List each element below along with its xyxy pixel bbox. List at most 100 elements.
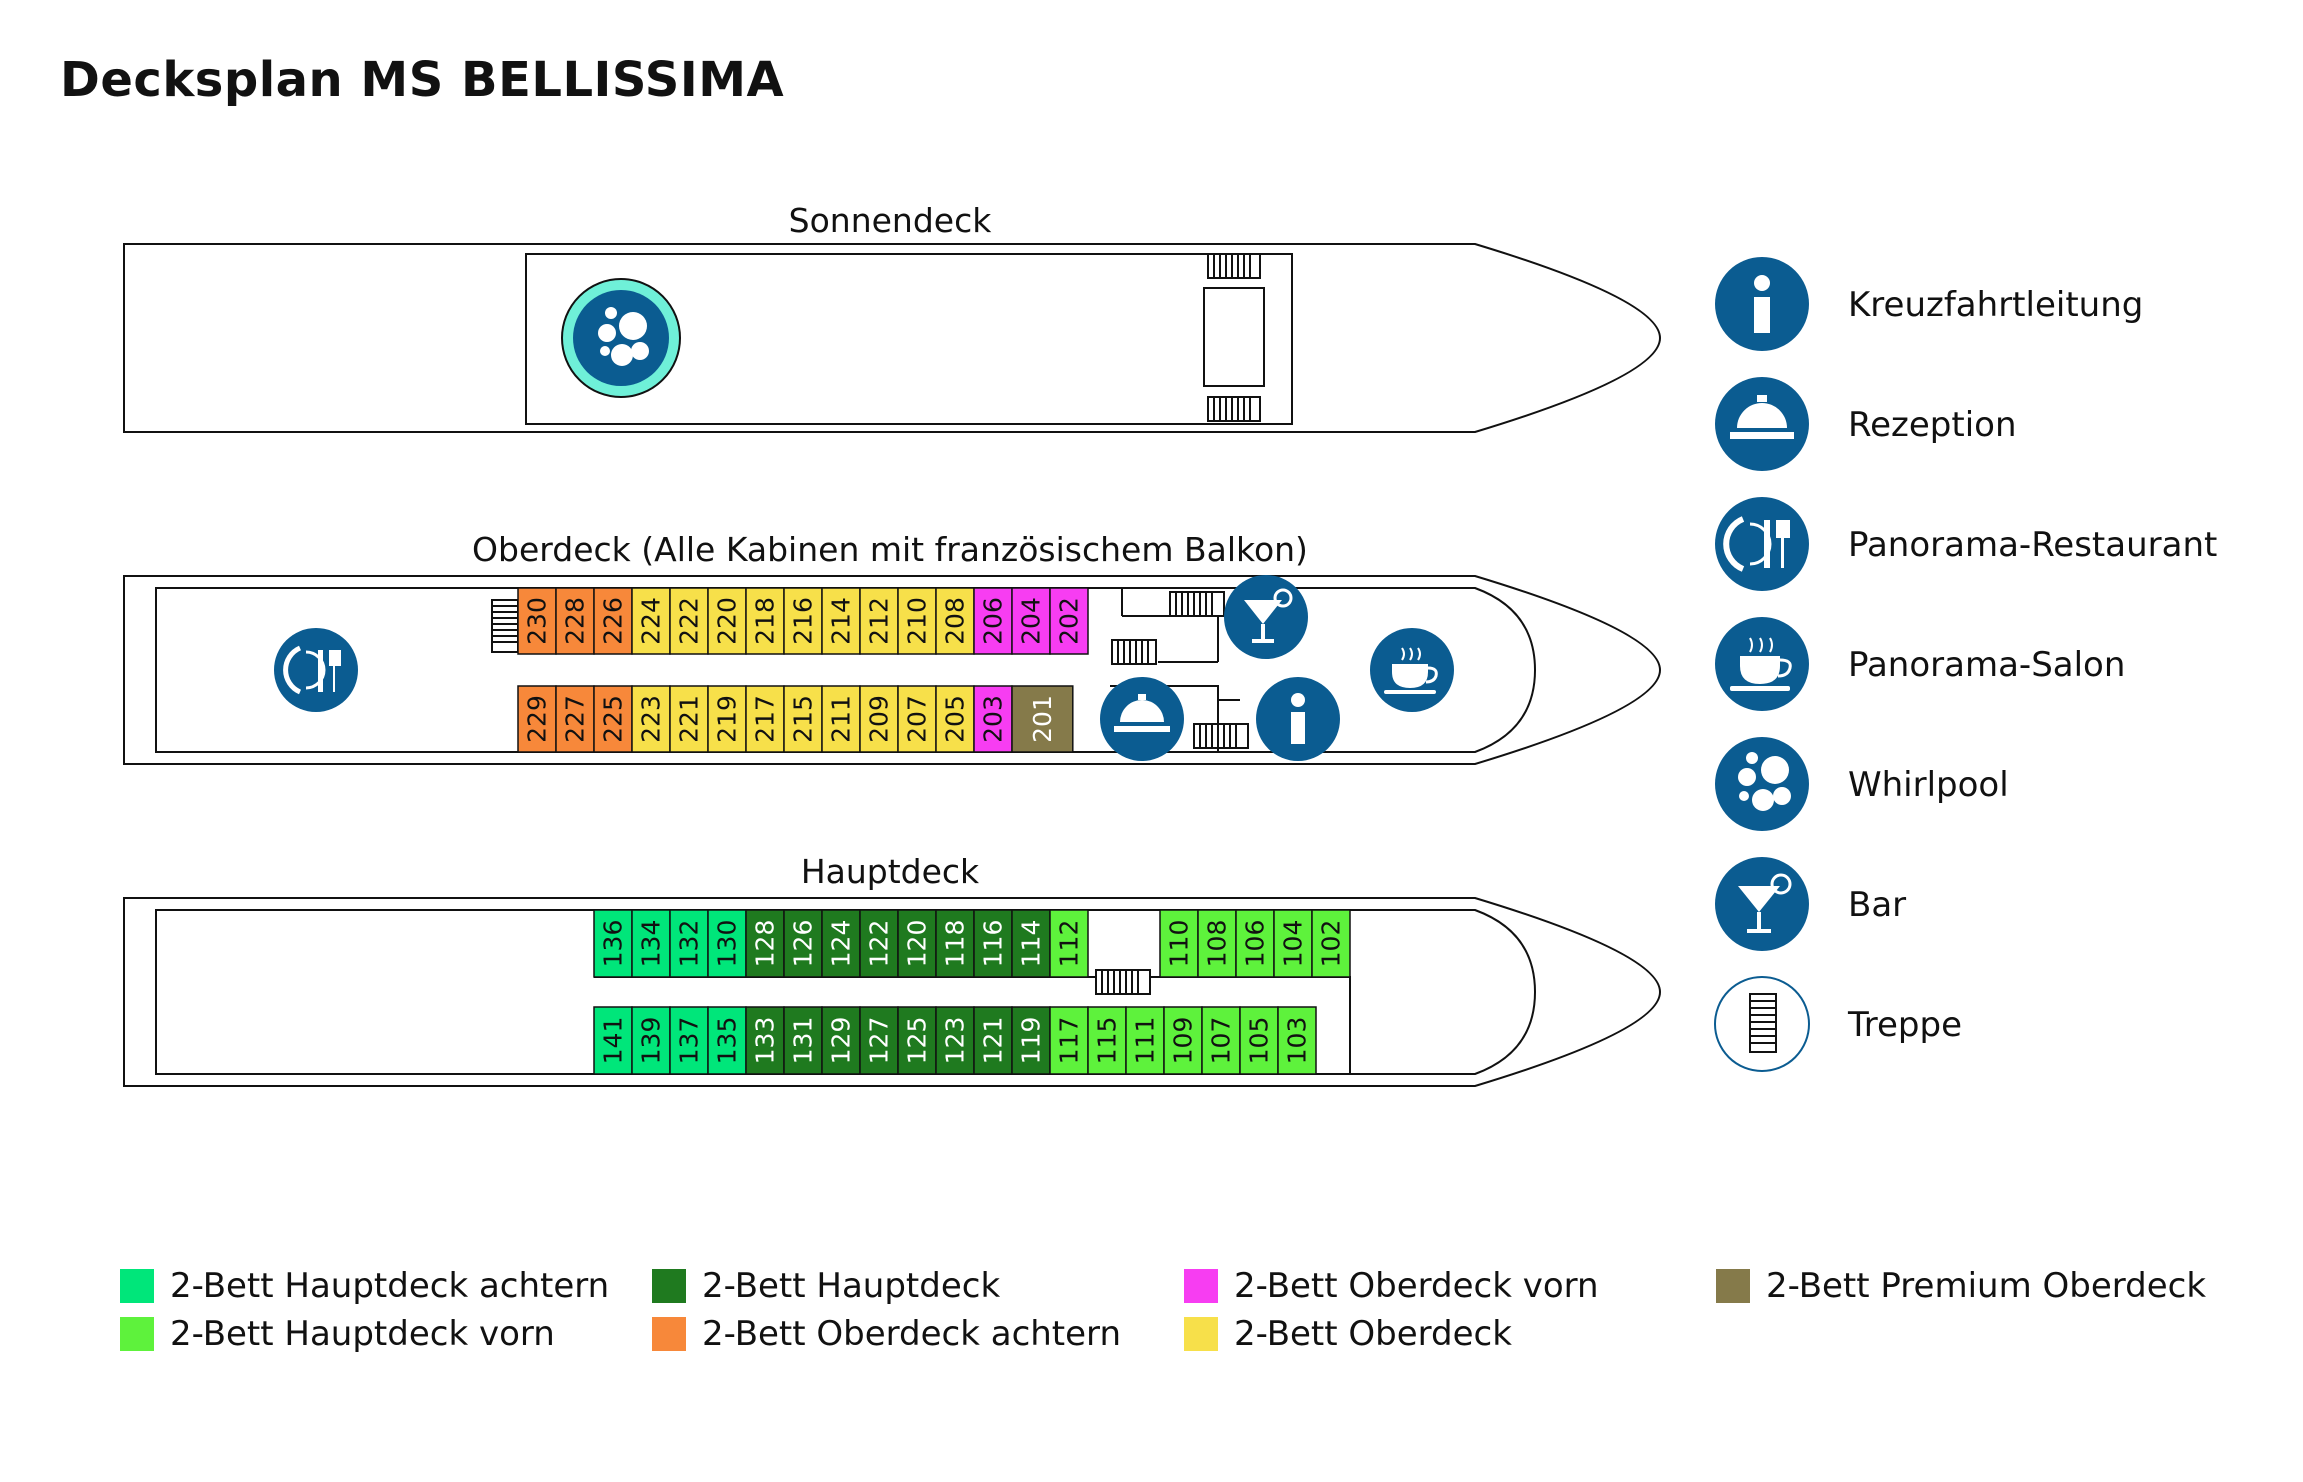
- cabin-124[interactable]: 124: [821, 909, 861, 978]
- cabin-135[interactable]: 135: [707, 1006, 747, 1075]
- cabin-230[interactable]: 230: [517, 587, 557, 655]
- cabin-number: 110: [1165, 920, 1194, 968]
- cabin-133[interactable]: 133: [745, 1006, 785, 1075]
- cabin-number: 122: [865, 920, 894, 968]
- cabin-129[interactable]: 129: [821, 1006, 861, 1075]
- cabin-115[interactable]: 115: [1087, 1006, 1127, 1075]
- cabin-203[interactable]: 203: [973, 685, 1013, 753]
- key-label-panorama-salon: Panorama-Salon: [1848, 645, 2126, 685]
- cabin-209[interactable]: 209: [859, 685, 899, 753]
- whirlpool-icon: [561, 278, 681, 398]
- cabin-number: 107: [1207, 1017, 1236, 1065]
- cabin-227[interactable]: 227: [555, 685, 595, 753]
- cabin-106[interactable]: 106: [1235, 909, 1275, 978]
- cabin-number: 129: [827, 1017, 856, 1065]
- cabin-114[interactable]: 114: [1011, 909, 1051, 978]
- cabin-132[interactable]: 132: [669, 909, 709, 978]
- cabin-123[interactable]: 123: [935, 1006, 975, 1075]
- cabin-number: 141: [599, 1017, 628, 1065]
- cabin-212[interactable]: 212: [859, 587, 899, 655]
- cabin-number: 117: [1055, 1017, 1084, 1065]
- cabin-number: 223: [637, 695, 666, 743]
- cabin-220[interactable]: 220: [707, 587, 747, 655]
- cabin-204[interactable]: 204: [1011, 587, 1051, 655]
- legend-item-hauptdeck-vorn: 2-Bett Hauptdeck vorn: [120, 1314, 555, 1354]
- sonnendeck-hull: [123, 243, 1662, 433]
- legend-swatch: [1184, 1317, 1218, 1351]
- cabin-126[interactable]: 126: [783, 909, 823, 978]
- cabin-228[interactable]: 228: [555, 587, 595, 655]
- cabin-131[interactable]: 131: [783, 1006, 823, 1075]
- cabin-111[interactable]: 111: [1125, 1006, 1165, 1075]
- cabin-107[interactable]: 107: [1201, 1006, 1241, 1075]
- cabin-number: 211: [827, 695, 856, 743]
- cabin-141[interactable]: 141: [593, 1006, 633, 1075]
- cabin-136[interactable]: 136: [593, 909, 633, 978]
- cabin-125[interactable]: 125: [897, 1006, 937, 1075]
- cabin-214[interactable]: 214: [821, 587, 861, 655]
- legend-item-hauptdeck-achtern: 2-Bett Hauptdeck achtern: [120, 1266, 609, 1306]
- cabin-number: 203: [979, 695, 1008, 743]
- cabin-201[interactable]: 201: [1011, 685, 1074, 753]
- legend-swatch: [1184, 1269, 1218, 1303]
- cabin-109[interactable]: 109: [1163, 1006, 1203, 1075]
- cabin-221[interactable]: 221: [669, 685, 709, 753]
- cabin-108[interactable]: 108: [1197, 909, 1237, 978]
- cabin-121[interactable]: 121: [973, 1006, 1013, 1075]
- cabin-104[interactable]: 104: [1273, 909, 1313, 978]
- cabin-217[interactable]: 217: [745, 685, 785, 753]
- cabin-103[interactable]: 103: [1277, 1006, 1317, 1075]
- cabin-127[interactable]: 127: [859, 1006, 899, 1075]
- cabin-222[interactable]: 222: [669, 587, 709, 655]
- cabin-130[interactable]: 130: [707, 909, 747, 978]
- cabin-202[interactable]: 202: [1049, 587, 1089, 655]
- cabin-119[interactable]: 119: [1011, 1006, 1051, 1075]
- cabin-number: 208: [941, 597, 970, 645]
- cabin-number: 103: [1283, 1017, 1312, 1065]
- cabin-105[interactable]: 105: [1239, 1006, 1279, 1075]
- legend-item-oberdeck: 2-Bett Oberdeck: [1184, 1314, 1512, 1354]
- cabin-number: 131: [789, 1017, 818, 1065]
- cabin-112[interactable]: 112: [1049, 909, 1089, 978]
- cabin-number: 229: [523, 695, 552, 743]
- legend-swatch: [652, 1317, 686, 1351]
- stairs-icon: [1111, 639, 1157, 665]
- cabin-137[interactable]: 137: [669, 1006, 709, 1075]
- key-coffee-cup-icon: [1715, 617, 1809, 711]
- cabin-223[interactable]: 223: [631, 685, 671, 753]
- cabin-102[interactable]: 102: [1311, 909, 1351, 978]
- cabin-210[interactable]: 210: [897, 587, 937, 655]
- cabin-118[interactable]: 118: [935, 909, 975, 978]
- cabin-229[interactable]: 229: [517, 685, 557, 753]
- cabin-number: 124: [827, 920, 856, 968]
- legend-swatch: [120, 1269, 154, 1303]
- cabin-206[interactable]: 206: [973, 587, 1013, 655]
- cabin-number: 115: [1093, 1017, 1122, 1065]
- cabin-139[interactable]: 139: [631, 1006, 671, 1075]
- cabin-224[interactable]: 224: [631, 587, 671, 655]
- cabin-216[interactable]: 216: [783, 587, 823, 655]
- cabin-116[interactable]: 116: [973, 909, 1013, 978]
- cabin-211[interactable]: 211: [821, 685, 861, 753]
- cabin-219[interactable]: 219: [707, 685, 747, 753]
- cabin-number: 206: [979, 597, 1008, 645]
- cabin-number: 134: [637, 920, 666, 968]
- cabin-225[interactable]: 225: [593, 685, 633, 753]
- cabin-207[interactable]: 207: [897, 685, 937, 753]
- legend-swatch: [1716, 1269, 1750, 1303]
- cabin-218[interactable]: 218: [745, 587, 785, 655]
- cabin-215[interactable]: 215: [783, 685, 823, 753]
- cabin-110[interactable]: 110: [1159, 909, 1199, 978]
- cabin-128[interactable]: 128: [745, 909, 785, 978]
- cabin-122[interactable]: 122: [859, 909, 899, 978]
- cabin-number: 228: [561, 597, 590, 645]
- cabin-226[interactable]: 226: [593, 587, 633, 655]
- cabin-134[interactable]: 134: [631, 909, 671, 978]
- cabin-208[interactable]: 208: [935, 587, 975, 655]
- cabin-117[interactable]: 117: [1049, 1006, 1089, 1075]
- cabin-120[interactable]: 120: [897, 909, 937, 978]
- info-icon: [1256, 677, 1340, 761]
- cabin-205[interactable]: 205: [935, 685, 975, 753]
- cabin-number: 215: [789, 695, 818, 743]
